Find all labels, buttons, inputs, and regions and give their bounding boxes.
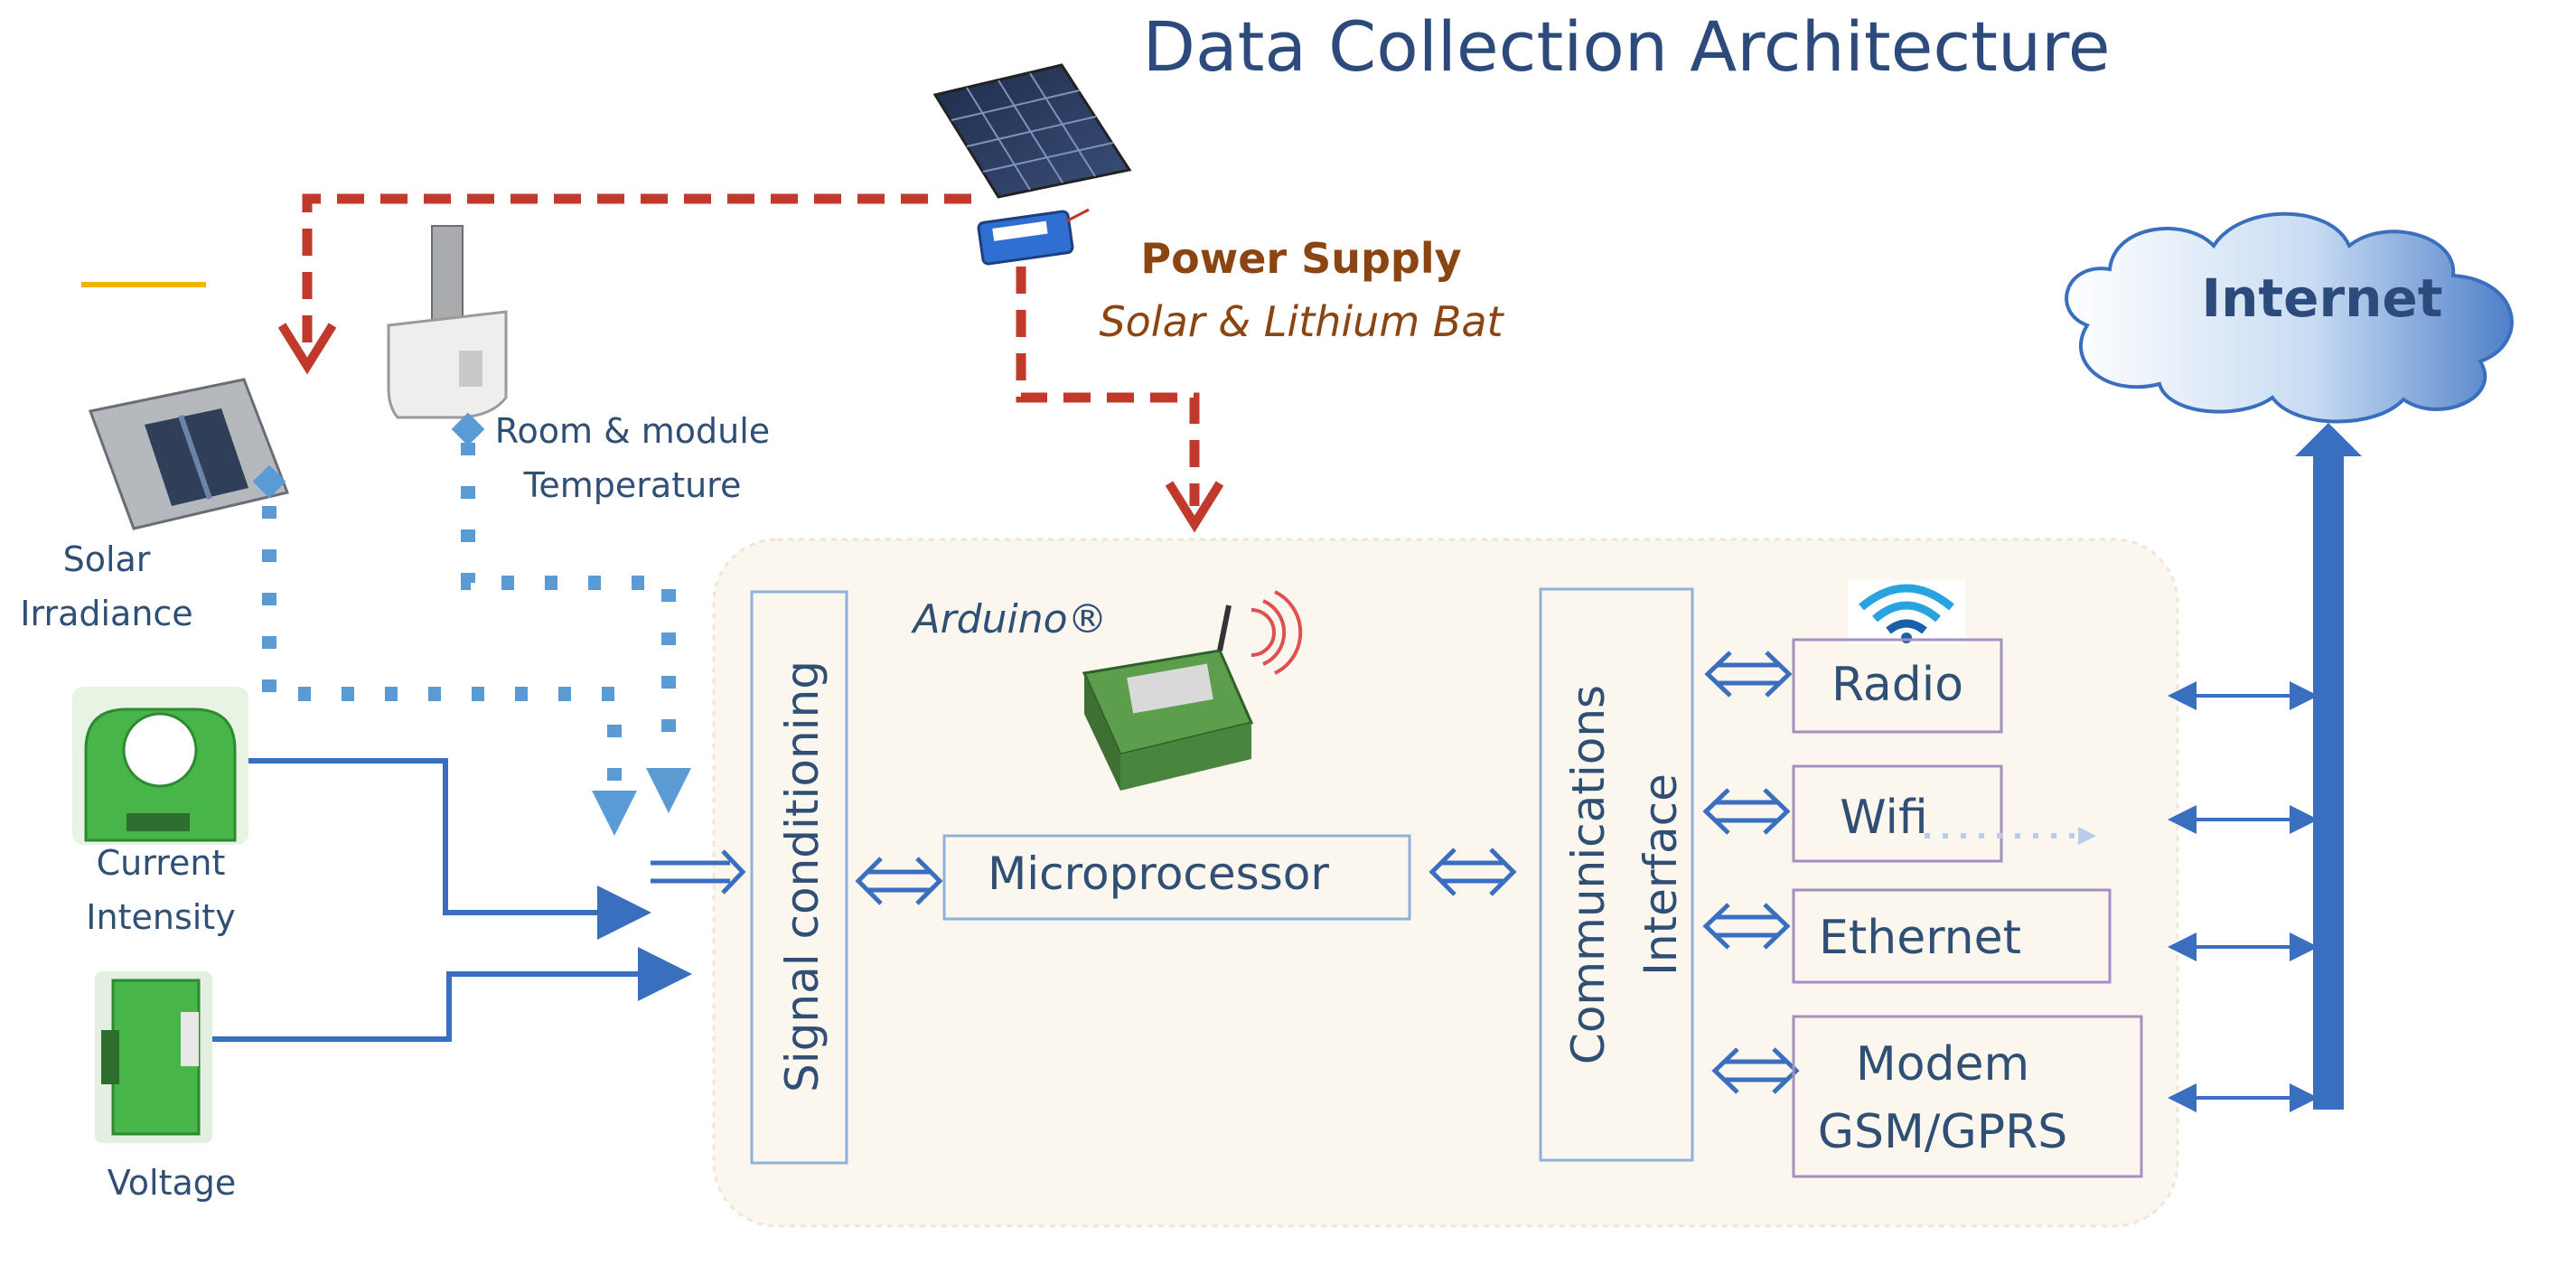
communications-label-line2: Interface (1635, 773, 1687, 976)
modem-label-line2: GSM/GPRS (1818, 1105, 2067, 1159)
ethernet-label: Ethernet (1819, 911, 2021, 965)
current-sensor-icon (72, 687, 248, 845)
temperature-label-line2: Temperature (523, 465, 742, 505)
wifi-block (1792, 764, 2003, 863)
current-label-line1: Current (97, 843, 226, 883)
solar-irradiance-label-line1: Solar (63, 539, 151, 579)
power-lines (277, 193, 1224, 533)
double-arrows (651, 651, 1800, 1094)
irradiance-sensor-node (252, 464, 286, 499)
irradiance-sensor-icon (88, 378, 290, 530)
signal-conditioning-block (750, 590, 848, 1165)
current-label-line2: Intensity (86, 897, 235, 937)
sensor-dotted-arrowheads (592, 768, 691, 836)
sensor-dotted-lines (262, 443, 676, 782)
wifi-label: Wifi (1840, 791, 1927, 845)
voltage-sensor-icon (95, 971, 212, 1143)
wifi-dotted-arrowhead (2078, 827, 2096, 845)
solar-panel-icon (932, 63, 1132, 199)
wifi-icon (1848, 580, 1965, 643)
diagram-title: Data Collection Architecture (1143, 6, 2111, 87)
radio-label: Radio (1831, 658, 1963, 712)
solar-irradiance-label-line2: Irradiance (20, 594, 192, 633)
microprocessor-label: Microprocessor (988, 848, 1329, 900)
internet-cloud-icon (2065, 211, 2514, 424)
power-supply-label: Power Supply (1140, 234, 1461, 283)
communications-interface-block (1539, 587, 1694, 1162)
temperature-label-line1: Room & module (495, 411, 770, 451)
arduino-label: Arduino® (910, 596, 1107, 642)
analog-signal-lines (212, 758, 692, 1042)
internet-uplink-mast (2295, 423, 2362, 1110)
uplink-arrows (2168, 681, 2318, 1112)
microprocessor-block (942, 834, 1411, 921)
temperature-sensor-icon (387, 225, 508, 419)
communications-label-line1: Communications (1562, 685, 1615, 1064)
arduino-board-icon (1082, 590, 1303, 791)
power-supply-sublabel: Solar & Lithium Bat (1099, 297, 1504, 346)
voltage-label: Voltage (108, 1163, 237, 1203)
signal-conditioning-label: Signal conditioning (776, 661, 829, 1092)
ethernet-block (1792, 888, 2112, 984)
temperature-sensor-node (451, 412, 485, 446)
battery-icon (977, 208, 1090, 266)
modem-label-line1: Modem (1856, 1037, 2029, 1092)
modem-block (1792, 1015, 2143, 1178)
radio-block (1792, 638, 2003, 734)
internet-label: Internet (2202, 267, 2443, 329)
